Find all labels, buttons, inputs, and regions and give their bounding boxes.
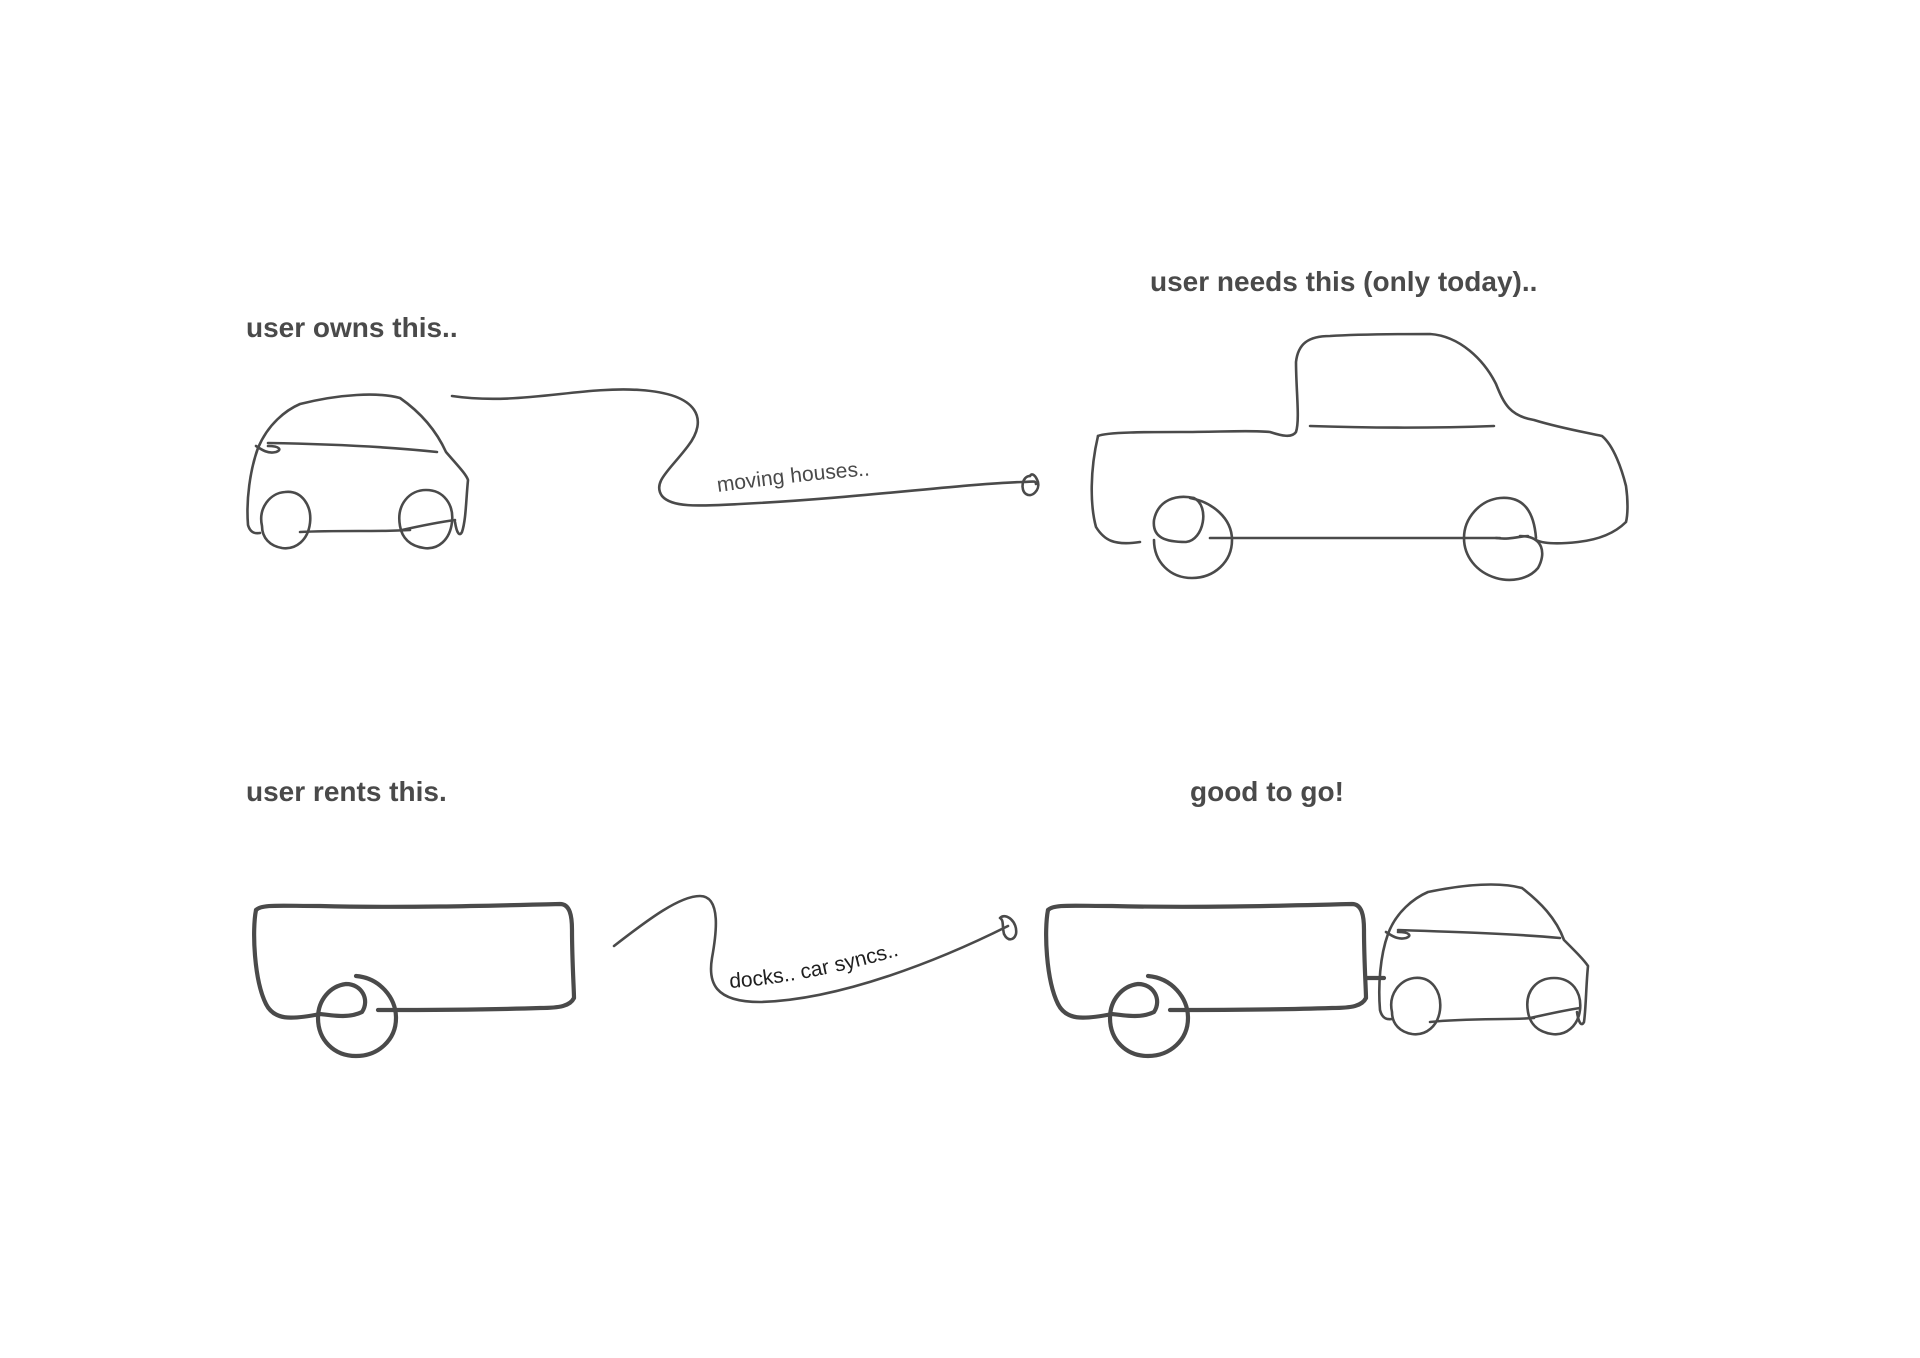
connector-docks-car-syncs: docks.. car syncs.. — [612, 894, 1018, 1004]
small-car-icon — [246, 393, 470, 550]
label-moving-houses: moving houses.. — [715, 457, 870, 496]
trailer-icon — [252, 901, 577, 1059]
pickup-truck-icon — [1090, 332, 1629, 582]
heading-user-rents: user rents this. — [246, 776, 447, 807]
connector-moving-houses: moving houses.. — [450, 388, 1040, 507]
attached-trailer — [1044, 901, 1387, 1059]
attached-car — [1377, 883, 1590, 1036]
heading-user-owns: user owns this.. — [246, 312, 458, 343]
heading-user-needs: user needs this (only today).. — [1150, 266, 1538, 297]
label-docks-car-syncs: docks.. car syncs.. — [729, 938, 901, 993]
heading-good-to-go: good to go! — [1190, 776, 1344, 807]
car-with-trailer-icon — [1044, 883, 1590, 1059]
